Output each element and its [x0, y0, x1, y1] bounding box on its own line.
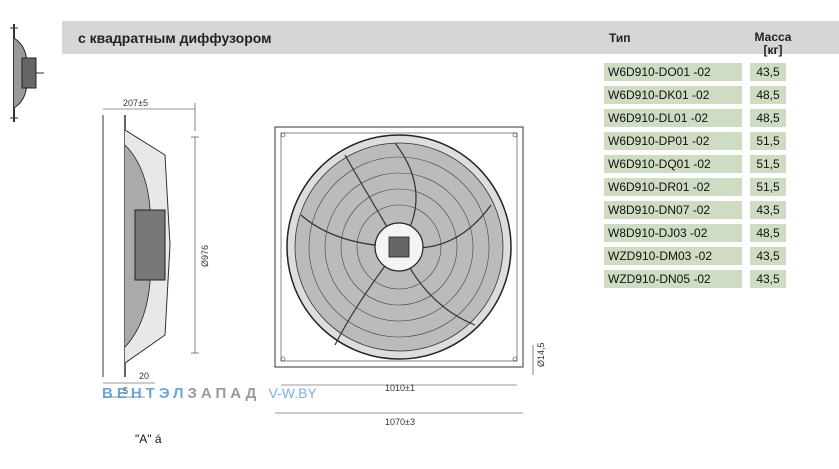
column-header-mass: Масса [кг]: [752, 31, 794, 57]
model-mass: 43,5: [750, 201, 786, 219]
model-type: W6D910-DP01 -02: [604, 132, 742, 150]
dim-hole: Ø14,5: [536, 342, 546, 367]
column-header-mass-line1: Масса: [754, 30, 792, 44]
model-type: W6D910-DQ01 -02: [604, 155, 742, 173]
watermark-part2: ЭЛ: [158, 385, 188, 402]
model-mass: 51,5: [750, 132, 786, 150]
model-mass: 43,5: [750, 270, 786, 288]
fan-side-view: [102, 103, 199, 398]
model-mass: 51,5: [750, 178, 786, 196]
model-type: W6D910-DO01 -02: [604, 63, 742, 81]
dim-depth: 207±5: [123, 98, 148, 108]
model-type: W6D910-DL01 -02: [604, 109, 742, 127]
dim-5: 5: [123, 386, 128, 396]
view-caption: "A" á: [135, 432, 162, 446]
model-mass: 48,5: [750, 86, 786, 104]
model-mass: 48,5: [750, 109, 786, 127]
model-type: WZD910-DN05 -02: [604, 270, 742, 288]
watermark-url: V-W.BY: [268, 385, 317, 401]
dim-20: 20: [139, 371, 149, 381]
model-mass: 51,5: [750, 155, 786, 173]
dim-diameter: Ø976: [200, 245, 210, 267]
model-type: WZD910-DM03 -02: [604, 247, 742, 265]
watermark: ВЕНТЭЛЗАПАД V-W.BY: [102, 385, 317, 402]
dim-1010: 1010±1: [385, 383, 415, 393]
model-mass: 48,5: [750, 224, 786, 242]
column-header-mass-unit: [кг]: [763, 43, 783, 57]
section-title: с квадратным диффузором: [78, 30, 272, 46]
model-type: W6D910-DK01 -02: [604, 86, 742, 104]
watermark-part3: ЗАПАД: [187, 385, 261, 402]
column-header-type: Тип: [609, 31, 631, 45]
fan-side-thumbnail: [0, 18, 48, 128]
model-type: W6D910-DR01 -02: [604, 178, 742, 196]
dim-1070: 1070±3: [385, 417, 415, 427]
fan-front-view: [274, 126, 534, 414]
watermark-part1: ВЕНТ: [102, 385, 159, 402]
model-type: W8D910-DN07 -02: [604, 201, 742, 219]
model-mass: 43,5: [750, 63, 786, 81]
header-bar: [62, 21, 839, 54]
technical-drawing: 207±5 Ø976 20 5 Ø14,5 1010±1 1070±3: [95, 95, 555, 435]
model-mass: 43,5: [750, 247, 786, 265]
model-type: W8D910-DJ03 -02: [604, 224, 742, 242]
